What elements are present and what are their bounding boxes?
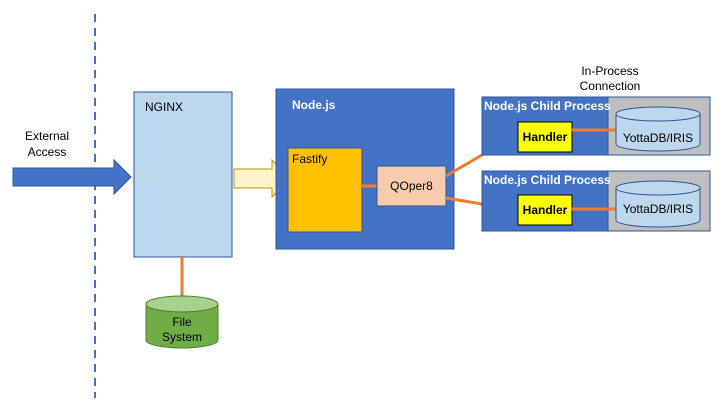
child-process-2-handler-label: Handler — [522, 203, 568, 217]
qoper8-label: QOper8 — [390, 179, 433, 193]
nodejs-label: Node.js — [292, 98, 336, 112]
child-process-1-title: Node.js Child Process — [484, 99, 611, 113]
fastify-box — [287, 147, 363, 233]
child-process-1-db-label: YottaDB/IRIS — [622, 131, 694, 145]
inprocess-connection-label: In-Process Connection — [565, 64, 655, 94]
child-process-2-title: Node.js Child Process — [484, 173, 611, 187]
child-process-1-handler-label: Handler — [522, 130, 568, 144]
qoper8-box — [376, 165, 447, 207]
filesystem-label-line1: File — [172, 315, 192, 329]
inprocess-label-line2: Connection — [579, 79, 641, 93]
external-access-label: External Access — [22, 128, 72, 160]
child-process-2-db-label: YottaDB/IRIS — [622, 202, 694, 216]
fastify-label: Fastify — [292, 152, 328, 166]
nginx-box — [133, 91, 233, 258]
external-access-label-line1: External — [24, 129, 70, 143]
filesystem-label: File System — [146, 315, 218, 345]
child-process-2-db-cylinder — [615, 180, 701, 228]
external-access-label-line2: Access — [27, 145, 67, 159]
child-process-1-handler — [517, 121, 573, 153]
filesystem-cylinder — [145, 295, 219, 349]
inprocess-label-line1: In-Process — [581, 64, 639, 78]
external-access-arrow — [12, 158, 132, 196]
nginx-label: NGINX — [145, 100, 184, 114]
child-process-1-db-cylinder — [615, 106, 701, 152]
filesystem-label-line2: System — [161, 330, 202, 344]
